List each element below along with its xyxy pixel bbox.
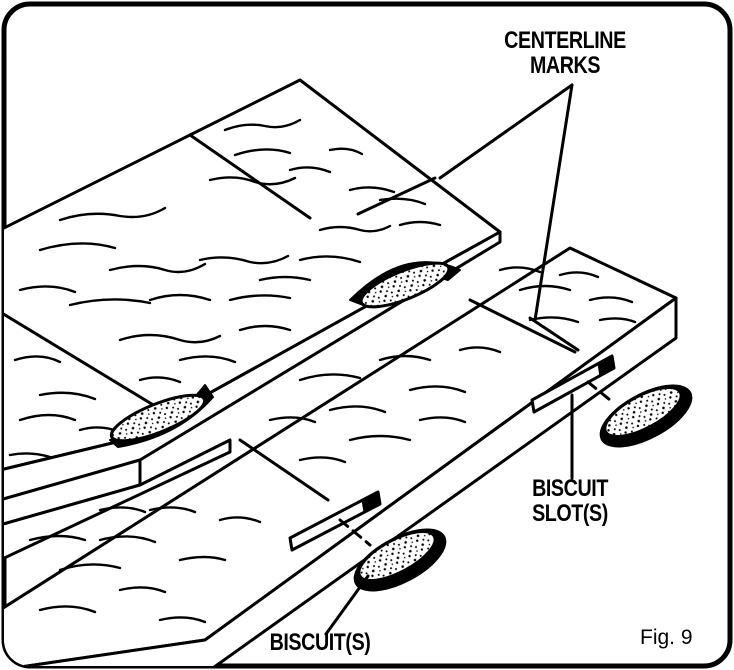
centerline-mark-front xyxy=(528,316,580,352)
centerline-mark-back xyxy=(356,176,437,216)
figure-number: Fig. 9 xyxy=(640,626,693,649)
biscuit-slots-label: BISCUIT SLOT(S) xyxy=(517,475,624,528)
slot-label-line1: BISCUIT xyxy=(532,475,608,502)
biscuit-back-lower xyxy=(109,384,214,448)
centerline-marks-label: CENTERLINE MARKS xyxy=(487,27,643,80)
centerline-label-line2: MARKS xyxy=(529,52,601,80)
front-board xyxy=(4,246,678,666)
back-board-assembly xyxy=(4,78,502,562)
alignment-dash-left xyxy=(338,518,372,547)
biscuit-back-upper xyxy=(349,261,461,309)
biscuit-slot-left xyxy=(288,490,382,552)
biscuits-label: BISCUIT(S) xyxy=(269,629,371,656)
biscuit-slot-right xyxy=(530,354,616,414)
biscuit-loose-left xyxy=(353,528,447,592)
biscuit-loose-right xyxy=(599,384,693,448)
centerline-label-line1: CENTERLINE xyxy=(504,27,626,54)
slot-label-line2: SLOT(S) xyxy=(532,500,608,528)
alignment-dash-right xyxy=(586,380,612,402)
leader-lines xyxy=(324,83,574,636)
